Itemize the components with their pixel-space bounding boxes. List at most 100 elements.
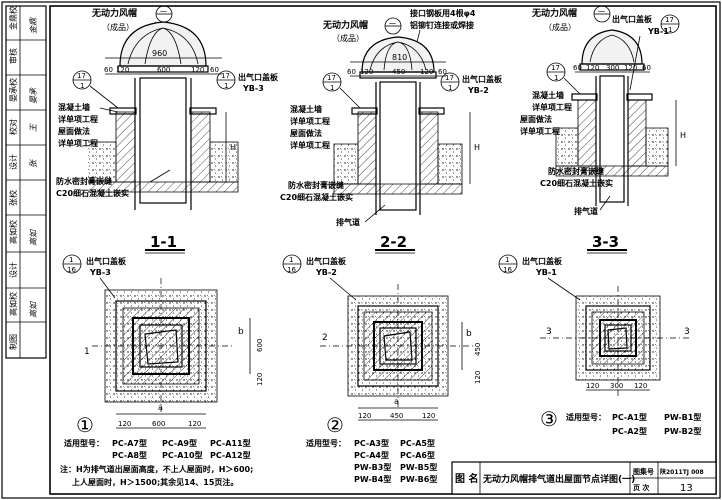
s1-dim-a: 60 bbox=[104, 66, 113, 74]
strip-sig-4: 王 bbox=[29, 123, 38, 132]
p3-dim-b1: 120 bbox=[586, 382, 599, 390]
s3-title: 3-3 bbox=[592, 233, 619, 251]
s3-ref-top: 17 bbox=[551, 64, 560, 72]
s1-plate-label: 出气口盖板 bbox=[238, 72, 279, 82]
title-atlas-label: 图集号 bbox=[633, 467, 654, 476]
p2-dim-b2: 450 bbox=[390, 412, 403, 420]
s2-dim-c: 450 bbox=[392, 68, 405, 76]
p3-cut: 3 bbox=[546, 327, 552, 337]
s1-plate-ref-top: 17 bbox=[221, 72, 230, 80]
s2-plate-ref-bottom: 1 bbox=[448, 84, 452, 92]
p2-number: ② bbox=[326, 413, 344, 437]
s3-h-label: H bbox=[680, 131, 686, 140]
strip-sig-9: 高如 bbox=[29, 301, 38, 318]
s3-ref-bottom: 1 bbox=[554, 74, 558, 82]
s1-dim-d: 120 bbox=[191, 66, 204, 74]
s3-cap-ref-top: 一 bbox=[598, 8, 605, 16]
s2-seal-label: 防水密封膏嵌缝 bbox=[288, 180, 344, 190]
s1-cap-label: 无动力风帽 bbox=[91, 7, 137, 19]
strip-sig-7: 高如 bbox=[29, 229, 38, 246]
s2-plate-code: YB-2 bbox=[467, 86, 489, 95]
s2-h-label: H bbox=[474, 143, 480, 152]
p2-ref-top: 1 bbox=[289, 256, 293, 264]
s3-plate-code: YB-1 bbox=[647, 27, 669, 36]
strip-label-4: 校对 bbox=[8, 119, 18, 135]
strip-label-10: 制图 bbox=[8, 334, 18, 350]
s1-ref-bottom: 1 bbox=[80, 82, 84, 90]
s1-title: 1-1 bbox=[150, 233, 177, 251]
title-page-label: 页 次 bbox=[633, 483, 649, 492]
s2-roof-right bbox=[437, 143, 463, 185]
footnote-line-2: 上人屋面时，H＞1500;其余见14、15页注。 bbox=[72, 477, 238, 487]
plan-3: 1 16 出气口盖板 YB-1 3 3 120 300 120 ③ 适用型号： … bbox=[498, 254, 701, 436]
s2-top-note-1: 接口钢板用4根φ4 bbox=[410, 8, 476, 18]
strip-sig-3: 晏承 bbox=[29, 87, 38, 104]
side-strip: 金鼎校 金鼎 审核 晏承校 晏承 校对 王 设计 张 张校 高如校 高如 设计 … bbox=[5, 5, 47, 359]
s2-roof-left bbox=[333, 143, 359, 185]
s2-plate-label: 出气口盖板 bbox=[462, 74, 503, 84]
p2-model-2: PC-A5型 bbox=[400, 438, 435, 448]
s1-wall-left bbox=[115, 111, 136, 183]
section-1-1: 无动力风帽 一 （成品） 960 60 120 600 120 60 bbox=[56, 5, 279, 254]
s2-dim-810: 810 bbox=[392, 53, 407, 62]
title-atlas: 陕2011TJ 008 bbox=[660, 468, 704, 476]
p2-dim-b: b bbox=[466, 329, 472, 339]
strip-label-2: 审核 bbox=[8, 48, 18, 64]
s1-cap-dome bbox=[119, 21, 207, 67]
s2-dim-d: 120 bbox=[420, 68, 433, 76]
s1-dim-e: 60 bbox=[210, 66, 219, 74]
s2-cap-dome bbox=[361, 36, 435, 73]
s1-seal-label: 防水密封膏嵌缝 bbox=[56, 176, 112, 186]
s2-flue-label: 排气道 bbox=[336, 217, 360, 227]
p1-dim-b: b bbox=[238, 327, 244, 337]
p3-plate-code: YB-1 bbox=[535, 268, 557, 277]
s1-dim-c: 600 bbox=[157, 66, 170, 74]
s2-note-3: 屋面做法 bbox=[290, 128, 322, 138]
s3-plate-label: 出气口盖板 bbox=[612, 14, 653, 24]
s1-note-4: 详单项工程 bbox=[58, 138, 98, 148]
p3-ref-bottom: 16 bbox=[503, 266, 512, 274]
p2-models-title: 适用型号： bbox=[306, 438, 346, 448]
title-block: 图 名 无动力风帽排气道出屋面节点详图(一) 图集号 陕2011TJ 008 页… bbox=[451, 461, 717, 495]
strip-sig-1: 金鼎 bbox=[29, 17, 38, 34]
section-3-3: 无动力风帽 一 （成品） 60 120 300 120 60 17 1 17 1 bbox=[520, 5, 686, 254]
plan-1: 1 16 出气口盖板 YB-3 1 b 600 120 a 120 600 12… bbox=[62, 254, 264, 460]
p1-ref-top: 1 bbox=[69, 256, 73, 264]
title-name-label: 图 名 bbox=[455, 472, 478, 485]
s2-plate-ref-top: 17 bbox=[445, 74, 454, 82]
s2-cap-ref-top: 一 bbox=[389, 20, 396, 28]
p1-plate-code: YB-3 bbox=[89, 268, 111, 277]
p2-plate-code: YB-2 bbox=[315, 268, 337, 277]
s3-dim-d: 120 bbox=[624, 64, 637, 72]
s3-roof-right bbox=[645, 127, 669, 167]
p2-dim-small: 120 bbox=[474, 371, 482, 384]
inner-frame bbox=[49, 5, 717, 495]
p1-dim-b2: 600 bbox=[152, 420, 165, 428]
s3-note-3: 屋面做法 bbox=[520, 114, 552, 124]
s3-flue-label: 排气道 bbox=[574, 206, 598, 216]
strip-label-9: 高如校 bbox=[8, 292, 18, 316]
p1-dim-right: 600 bbox=[256, 339, 264, 352]
s3-flue-inner bbox=[599, 75, 625, 203]
s2-note-1: 混凝土墙 bbox=[290, 104, 322, 114]
p2-model-8: PW-B6型 bbox=[400, 474, 437, 484]
strip-label-7: 高如校 bbox=[8, 220, 18, 244]
s2-dim-e: 60 bbox=[438, 68, 447, 76]
p2-dim-b1: 120 bbox=[358, 412, 371, 420]
s2-ref-bottom: 1 bbox=[330, 84, 334, 92]
p1-flue bbox=[144, 329, 179, 365]
s1-note-3: 屋面做法 bbox=[58, 126, 90, 136]
s1-dim-960: 960 bbox=[152, 49, 167, 58]
s3-plate-ref-bottom: 1 bbox=[668, 26, 672, 34]
s3-dim-c: 300 bbox=[606, 64, 619, 72]
p3-models-title: 适用型号： bbox=[566, 412, 606, 422]
p2-plate-label: 出气口盖板 bbox=[306, 256, 347, 266]
strip-label-1: 金鼎校 bbox=[8, 6, 18, 30]
strip-label-6: 张校 bbox=[8, 190, 18, 206]
section-2-2: 无动力风帽 一 （成品） 接口钢板用4根φ4 铝铆钉连接或焊接 810 60 1… bbox=[280, 8, 503, 254]
s1-plate-code: YB-3 bbox=[242, 84, 264, 93]
s1-roof-left bbox=[88, 141, 117, 183]
p2-dim-a: a bbox=[394, 397, 399, 406]
p3-cut-right: 3 bbox=[684, 327, 690, 337]
p1-plate-label: 出气口盖板 bbox=[86, 256, 127, 266]
